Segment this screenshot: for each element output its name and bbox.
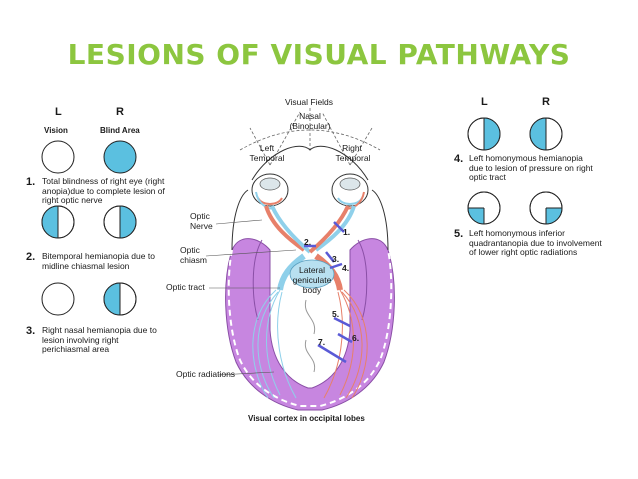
lesion-text-3: Right nasal hemianopia due to lesion inv… [42, 325, 157, 355]
lesion-number-5: 5. [454, 228, 464, 240]
visual-field-lines [239, 108, 381, 166]
right-eye [331, 173, 369, 210]
left-col-vision: Vision [44, 126, 68, 135]
optic-radiations [252, 289, 368, 399]
field-circle-3-left [41, 282, 75, 316]
optic-chiasm-label-1: Optic [180, 245, 200, 255]
marker-5: 5. [332, 309, 340, 319]
lesion-markers [304, 221, 353, 364]
lesion-text-2: Bitemporal hemianopia due to midline chi… [42, 251, 155, 271]
lesion-number-3: 3. [26, 325, 36, 337]
field-circle-1-left [41, 140, 75, 174]
right-temporal-label-2: Temporal [335, 153, 371, 163]
lgb-label-1: Lateral [299, 265, 325, 275]
optic-radiations-label: Optic radiations [176, 369, 236, 379]
optic-nerves [264, 205, 356, 254]
marker-1: 1. [343, 227, 351, 237]
lgb-label-2: geniculate [292, 275, 332, 285]
left-temporal-label-2: Temporal [249, 153, 285, 163]
right-col-l-header: L [481, 96, 488, 108]
page-title: LESIONS OF VISUAL PATHWAYS [67, 38, 571, 71]
marker-7: 7. [318, 337, 326, 347]
lesion-number-1: 1. [26, 176, 36, 188]
right-temporal-label-1: Right [342, 143, 362, 153]
nasal-label: Nasal [299, 111, 321, 121]
field-circles-right [467, 117, 563, 225]
cortex-caption: Visual cortex in occipital lobes [248, 414, 365, 423]
left-col-r-header: R [116, 106, 124, 118]
field-circle-1-right [103, 140, 137, 174]
lgb-label-3: body [302, 285, 322, 295]
left-col-l-header: L [55, 106, 62, 118]
left-col-blind-area: Blind Area [100, 126, 140, 135]
lesion-text-1: Total blindness of right eye (right anop… [42, 176, 165, 206]
marker-2: 2. [304, 237, 312, 247]
field-circles-left [41, 140, 137, 316]
lesion-number-4: 4. [454, 153, 464, 165]
optic-nerve-label-2: Nerve [190, 221, 213, 231]
lateral-geniculate-body [289, 259, 335, 289]
visual-fields-label: Visual Fields [285, 97, 334, 107]
binocular-label: (Binocular) [289, 121, 331, 131]
marker-3: 3. [332, 254, 340, 264]
right-col-r-header: R [542, 96, 550, 108]
optic-tract-label: Optic tract [166, 282, 205, 292]
lesion-text-4: Left homonymous hemianopia due to lesion… [469, 153, 593, 183]
cerebral-cortex [225, 238, 395, 411]
lesion-number-2: 2. [26, 251, 36, 263]
left-eye [251, 173, 289, 210]
optic-nerve-label-1: Optic [190, 211, 210, 221]
lesion-text-5: Left homonymous inferior quadrantanopia … [469, 228, 602, 258]
left-temporal-label-1: Left [259, 143, 275, 153]
marker-4: 4. [342, 263, 350, 273]
marker-6: 6. [352, 333, 360, 343]
optic-chiasm-label-2: chiasm [180, 255, 207, 265]
